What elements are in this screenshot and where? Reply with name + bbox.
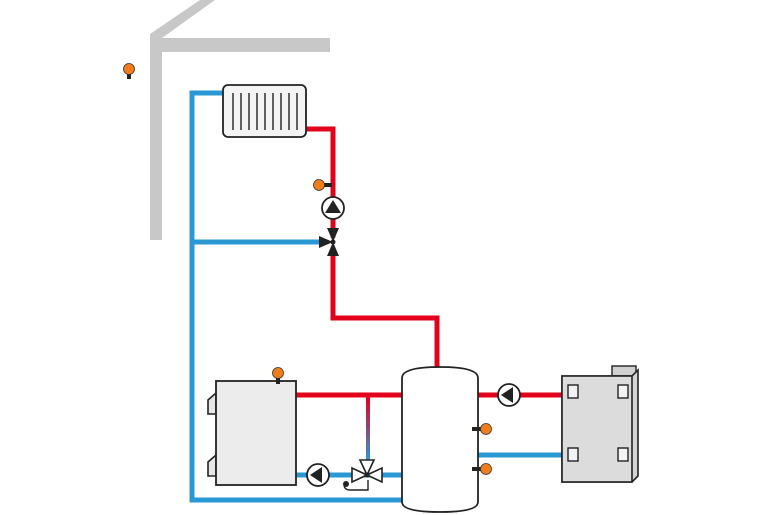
mixing-valve-icon (319, 228, 339, 256)
outdoor-sensor-icon (123, 63, 135, 79)
radiator-icon (222, 84, 307, 138)
buffer-upper-sensor-icon (472, 423, 492, 435)
secondary-pump-icon (497, 383, 521, 407)
bypass-pipe (366, 397, 370, 461)
flow-sensor-icon (313, 179, 332, 191)
boiler-pump-icon (306, 463, 330, 487)
solid-fuel-boiler-icon (207, 380, 297, 486)
return-protection-valve-icon (343, 459, 383, 491)
heating-pump-icon (321, 196, 345, 220)
buffer-lower-sensor-icon (472, 463, 492, 475)
buffer-tank-icon (401, 366, 479, 513)
building-outline (150, 0, 330, 240)
boiler-sensor-icon (272, 367, 284, 384)
flow-pipes (294, 126, 573, 398)
secondary-heater-icon (561, 365, 639, 483)
